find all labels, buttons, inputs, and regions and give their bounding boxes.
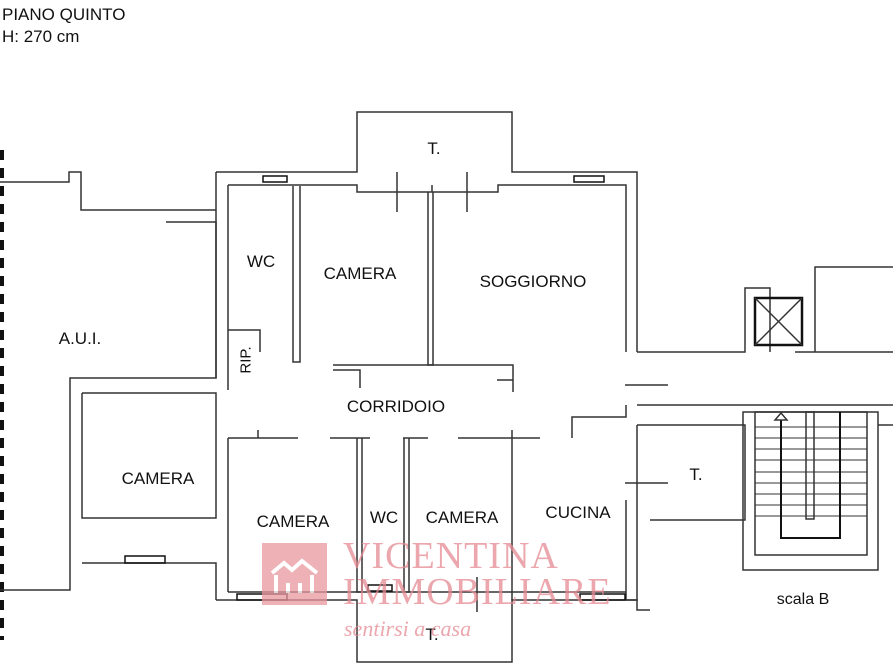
room-label-camera-left: CAMERA	[121, 469, 195, 488]
room-label-terrace-right: T.	[689, 465, 703, 484]
room-label-camera-top: CAMERA	[323, 264, 397, 283]
room-label-wc-bottom: WC	[369, 508, 399, 527]
floor-name: PIANO QUINTO	[2, 5, 126, 24]
stairwell-label: scala B	[776, 591, 830, 608]
watermark-house-logo-icon	[262, 543, 327, 605]
floor-title: PIANO QUINTO H: 270 cm	[2, 4, 125, 48]
room-label-corridoio: CORRIDOIO	[346, 397, 446, 416]
watermark-line2: IMMOBILIARE	[343, 571, 612, 613]
room-label-camera-bottom-left: CAMERA	[256, 512, 330, 531]
ceiling-height: H: 270 cm	[2, 27, 80, 46]
room-label-aui: A.U.I.	[58, 329, 102, 348]
room-label-rip: RIP.	[237, 346, 255, 374]
watermark-line1: VICENTINA	[343, 535, 559, 577]
room-label-wc-top: WC	[246, 252, 276, 271]
room-label-terrace-bottom: T.	[425, 625, 439, 644]
room-label-cucina: CUCINA	[545, 503, 611, 522]
room-label-soggiorno: SOGGIORNO	[479, 272, 587, 291]
watermark-tagline: sentirsi a casa	[344, 616, 472, 641]
room-label-camera-bottom-right: CAMERA	[425, 508, 499, 527]
room-label-terrace-top: T.	[427, 139, 441, 158]
